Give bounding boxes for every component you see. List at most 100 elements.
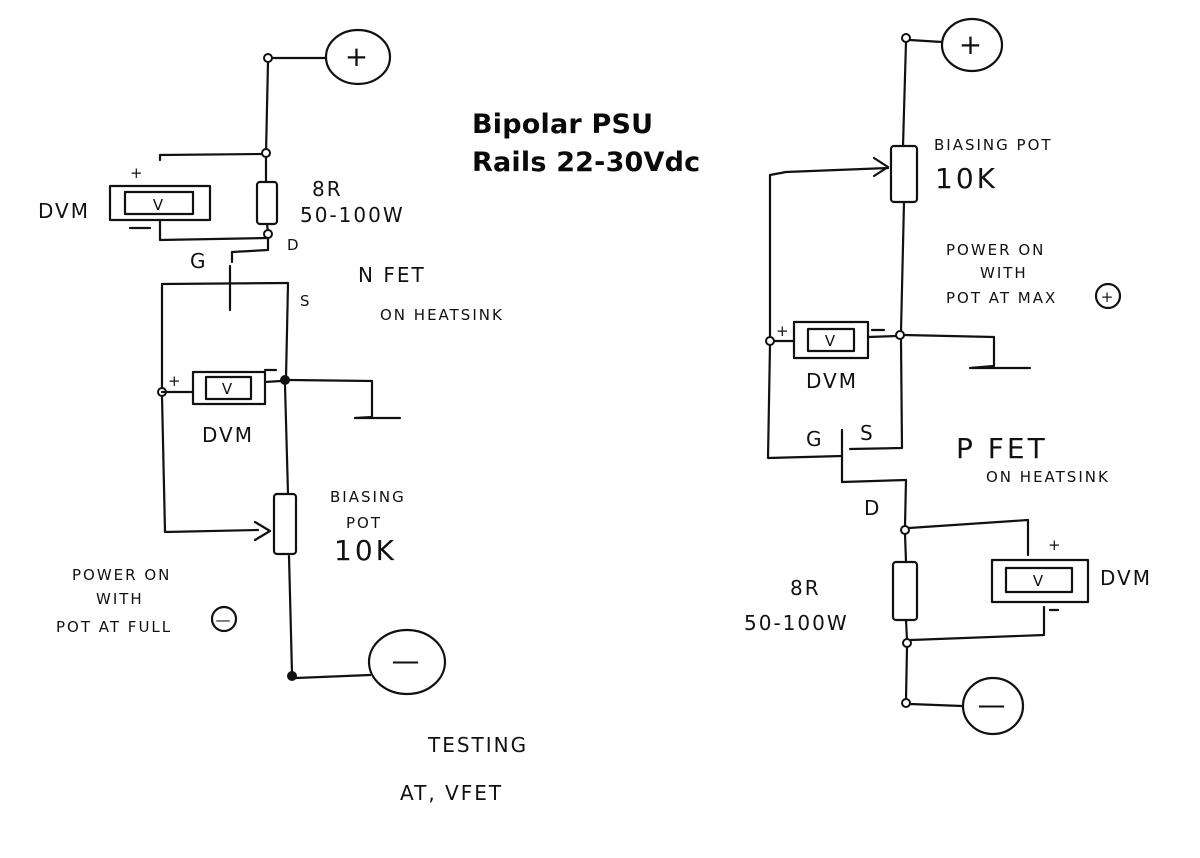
- note-positive-symbol: [1094, 282, 1122, 310]
- right-negative-terminal-label: —: [978, 688, 1009, 721]
- ground-wire: [288, 378, 402, 420]
- wire: [903, 532, 908, 564]
- resistor-rating: 50-100W: [300, 203, 405, 227]
- dvm-label: DVM: [806, 369, 858, 393]
- right-positive-terminal: [940, 17, 1004, 73]
- dvm-symbol: V: [825, 332, 837, 350]
- junction-node: [280, 375, 290, 385]
- dvm-symbol: V: [153, 196, 165, 214]
- junction-node: [263, 229, 273, 239]
- wire: [158, 152, 264, 162]
- fet-drain-line: [840, 478, 908, 484]
- junction-node: [901, 33, 911, 43]
- right-dvm-bottom-display: [1004, 566, 1074, 594]
- fet-label: P FET: [956, 432, 1048, 465]
- dvm-label: DVM: [38, 199, 90, 223]
- junction-node: [901, 698, 911, 708]
- pot-wiper-arrow: [253, 520, 272, 542]
- note-line: WITH: [96, 590, 144, 608]
- right-dvm-mid: [792, 320, 870, 360]
- dvm-plus-label: +: [168, 372, 183, 390]
- wire: [908, 38, 944, 44]
- left-biasing-pot: [272, 492, 298, 556]
- left-negative-terminal-label: —: [392, 644, 423, 677]
- wire: [901, 40, 908, 148]
- dvm-plus-label: +: [776, 322, 791, 340]
- junction-node: [895, 330, 905, 340]
- fet-label: N FET: [358, 263, 426, 287]
- wire: [908, 702, 964, 708]
- junction-node: [900, 525, 910, 535]
- pot-label: POT: [346, 514, 382, 532]
- right-biasing-pot: [889, 144, 919, 204]
- fet-note: ON HEATSINK: [380, 306, 504, 324]
- wire: [909, 605, 1046, 642]
- wire: [768, 166, 890, 177]
- wire: [230, 236, 270, 264]
- right-dvm-bottom: [990, 558, 1090, 604]
- wire: [907, 518, 1030, 557]
- pin-g-label: G: [190, 249, 208, 273]
- right-dvm-mid-display: [806, 327, 856, 353]
- wire: [287, 554, 294, 675]
- footer-line-1: TESTING: [427, 733, 528, 757]
- left-resistor: [255, 180, 279, 226]
- fet-gate-line: [160, 281, 290, 286]
- note-symbol: +: [1101, 288, 1116, 306]
- left-dvm-mid-display: [204, 375, 253, 401]
- wire: [899, 200, 906, 334]
- pin-d-label: D: [287, 236, 301, 254]
- wire: [766, 343, 844, 460]
- dvm-plus-label: +: [130, 164, 145, 182]
- dvm-symbol: V: [222, 380, 234, 398]
- wire: [904, 645, 909, 702]
- left-dvm-top-display: [123, 190, 195, 216]
- left-circuit: + + 8R 50-100W D V DVM G: [38, 28, 504, 696]
- diagram-subtitle: Rails 22-30Vdc: [472, 147, 701, 178]
- resistor-rating: 50-100W: [744, 611, 849, 635]
- wire: [904, 618, 909, 642]
- note-line: WITH: [980, 264, 1028, 282]
- dvm-label: DVM: [202, 423, 254, 447]
- pin-s-label: S: [300, 292, 312, 310]
- wire: [283, 383, 290, 496]
- wire: [158, 218, 270, 242]
- dvm-plus-label: +: [1048, 536, 1063, 554]
- note-line: POWER ON: [72, 566, 171, 584]
- wire: [284, 282, 290, 380]
- note-line: POT AT FULL: [56, 618, 172, 636]
- left-positive-terminal-label: +: [345, 40, 371, 73]
- right-negative-terminal: [961, 676, 1025, 736]
- note-negative-symbol: [210, 605, 238, 633]
- right-positive-terminal-label: +: [959, 28, 985, 61]
- fet-note: ON HEATSINK: [986, 468, 1110, 486]
- junction-node: [902, 638, 912, 648]
- wire: [264, 60, 270, 155]
- junction-node: [287, 671, 297, 681]
- wire: [848, 338, 904, 451]
- junction-node: [765, 336, 775, 346]
- right-resistor: [891, 560, 919, 622]
- note-symbol: —: [216, 611, 233, 629]
- pin-s-label: S: [860, 421, 875, 445]
- dvm-label: DVM: [1100, 566, 1152, 590]
- resistor-value: 8R: [790, 576, 821, 600]
- resistor-value: 8R: [312, 177, 343, 201]
- diagram-title: Bipolar PSU: [472, 109, 654, 140]
- wire: [263, 379, 283, 384]
- footer-line-2: AT, VFET: [400, 781, 503, 805]
- pot-label: BIASING: [330, 488, 406, 506]
- note-line: POT AT MAX: [946, 289, 1057, 307]
- pot-label: BIASING POT: [934, 136, 1053, 154]
- junction-node: [261, 148, 271, 158]
- wire: [903, 478, 908, 528]
- left-dvm-mid: [191, 370, 267, 406]
- note-line: POWER ON: [946, 241, 1045, 259]
- dvm-symbol: V: [1033, 572, 1045, 590]
- pot-value: 10K: [935, 162, 998, 195]
- wire: [160, 394, 260, 534]
- pin-g-label: G: [806, 427, 824, 451]
- pin-d-label: D: [864, 496, 881, 520]
